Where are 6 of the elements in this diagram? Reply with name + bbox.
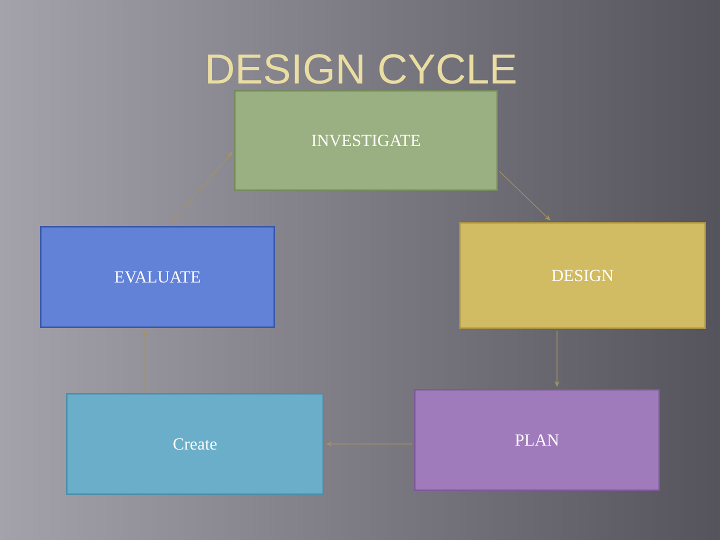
title: DESIGN CYCLE [208,54,516,84]
process-box: PLAN [414,389,660,491]
process-box: EVALUATE [40,226,275,328]
process-box: DESIGN [459,222,706,329]
process-box: Create [66,393,324,495]
process-box: INVESTIGATE [234,90,498,191]
